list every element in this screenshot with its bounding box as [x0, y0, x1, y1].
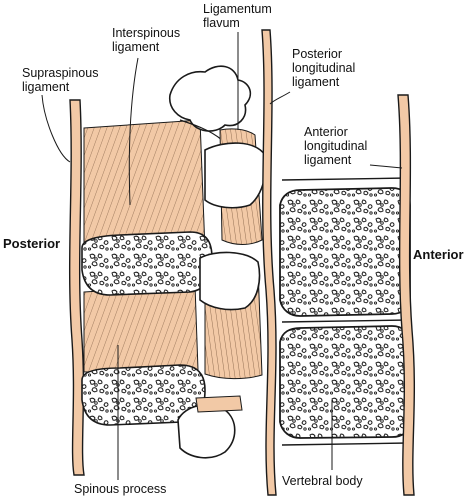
label-interspinous-ligament: Interspinous ligament	[112, 26, 181, 54]
lamina-middle	[199, 251, 261, 311]
lamina-lower	[177, 404, 236, 459]
spinous-process-upper	[81, 231, 213, 296]
vertebral-body-lower	[279, 325, 411, 439]
label-supraspinous-ligament: Supraspinous ligament	[22, 66, 99, 94]
label-posterior-side: Posterior	[3, 236, 61, 251]
spinous-process-lower	[81, 364, 206, 426]
anterior-longitudinal-ligament-band	[397, 94, 416, 496]
label-spinous-process: Spinous process	[74, 482, 167, 496]
leader-posterior-longitudinal	[269, 91, 291, 105]
label-vertebral-body: Vertebral body	[282, 474, 363, 488]
interspinous-ligament-lower	[83, 284, 199, 373]
label-anterior-longitudinal-ligament: Anterior longitudinal ligament	[304, 125, 368, 167]
lamina-upper	[204, 142, 267, 209]
leader-interspinous	[128, 57, 139, 206]
vertebral-body-upper	[279, 187, 411, 317]
posterior-longitudinal-ligament-band	[261, 29, 277, 496]
articular-process-top	[168, 65, 252, 132]
label-anterior-side: Anterior	[413, 247, 464, 262]
label-ligamentum-flavum: Ligamentum flavum	[203, 2, 272, 30]
leader-anterior-longitudinal	[369, 164, 403, 169]
supraspinous-ligament-band	[68, 99, 85, 476]
interspinous-ligament-upper	[83, 119, 206, 251]
label-posterior-longitudinal-ligament: Posterior longitudinal ligament	[292, 47, 356, 89]
leader-supraspinous	[41, 94, 71, 163]
